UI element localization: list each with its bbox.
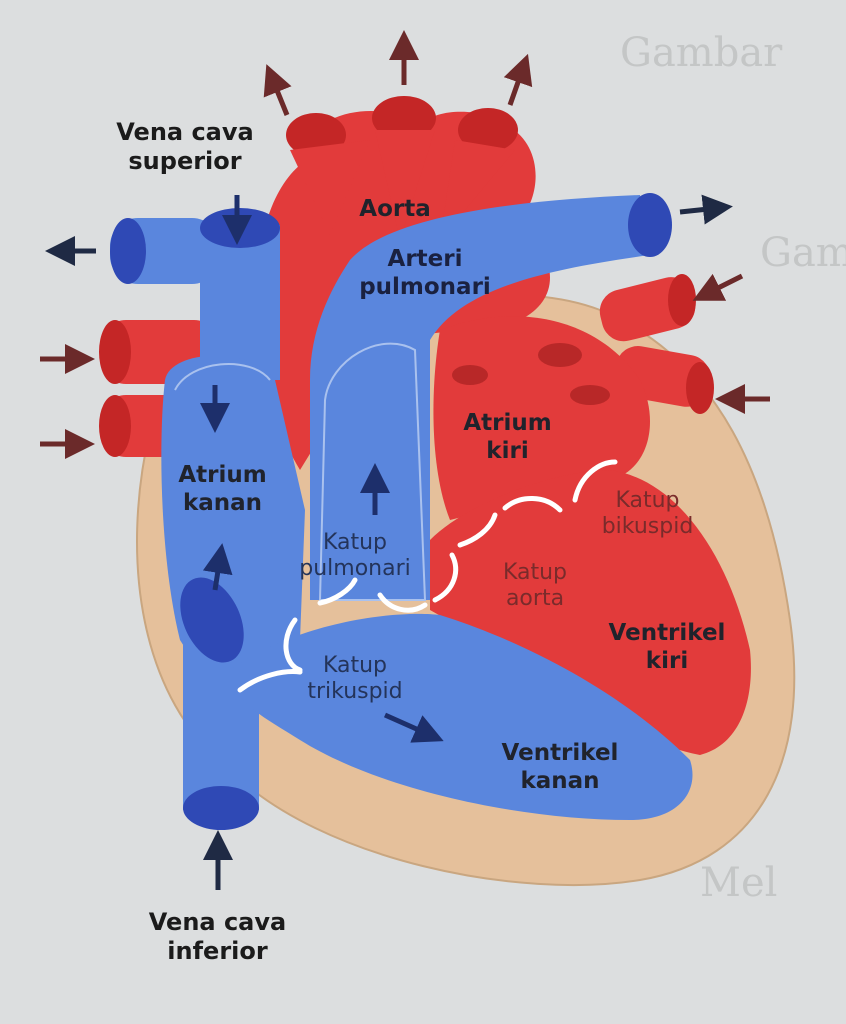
- pulmonary-artery: [310, 195, 650, 600]
- external-flow-arrows: [40, 30, 770, 890]
- label-katup-aorta: Katup aorta: [475, 560, 595, 613]
- label-atrium-kiri: Atrium kiri: [445, 410, 570, 465]
- label-katup-trikuspid: Katup trikuspid: [290, 653, 420, 706]
- background-page-text: Mel: [700, 860, 778, 906]
- label-katup-bikuspid: Katup bikuspid: [580, 488, 715, 541]
- label-line: kanan: [182, 489, 263, 516]
- label-line: Katup: [615, 488, 680, 513]
- superior-vena-cava: [200, 225, 280, 380]
- label-line: Ventrikel: [608, 620, 726, 646]
- label-vena-cava-superior: Vena cava superior: [100, 118, 270, 176]
- label-vena-cava-inferior: Vena cava inferior: [130, 908, 305, 966]
- label-line: aorta: [505, 586, 565, 612]
- background-page-text: Gam: [760, 230, 846, 276]
- label-line: pulmonari: [299, 556, 411, 582]
- label-ventrikel-kanan: Ventrikel kanan: [480, 740, 640, 795]
- label-line: kanan: [520, 767, 600, 794]
- label-line: kiri: [645, 647, 689, 674]
- right-ventricle: [230, 613, 693, 820]
- bicuspid-valve-1: [502, 496, 563, 513]
- label-line: Atrium: [178, 462, 267, 488]
- label-line: Katup: [322, 653, 388, 678]
- aorta-branch-2: [372, 96, 436, 140]
- label-line: Vena cava: [116, 118, 254, 146]
- ivc-opening: [180, 577, 244, 663]
- label-line: kiri: [486, 437, 529, 464]
- valves: [237, 459, 618, 693]
- label-line: superior: [128, 146, 242, 175]
- aortic-valve-2: [457, 512, 498, 548]
- label-katup-pulmonari: Katup pulmonari: [280, 530, 430, 583]
- background-page-text: Gambar: [620, 30, 783, 76]
- aortic-valve-1: [432, 552, 459, 603]
- label-line: Katup: [322, 530, 388, 555]
- label-arteri-pulmonari: Arteri pulmonari: [345, 246, 505, 301]
- label-line: inferior: [167, 936, 268, 965]
- pulmonary-valve-1: [317, 577, 358, 606]
- label-line: Aorta: [359, 196, 431, 222]
- pulmonary-valve-2: [377, 592, 428, 613]
- label-line: trikuspid: [307, 679, 403, 705]
- label-aorta: Aorta: [340, 196, 450, 224]
- label-line: Vena cava: [148, 908, 287, 936]
- label-ventrikel-kiri: Ventrikel kiri: [592, 620, 742, 675]
- tricuspid-valve-1: [283, 617, 303, 673]
- label-line: Atrium: [463, 410, 552, 436]
- label-atrium-kanan: Atrium kanan: [165, 462, 280, 517]
- label-line: Arteri: [387, 246, 463, 272]
- label-line: bikuspid: [601, 514, 694, 540]
- label-line: pulmonari: [359, 273, 491, 300]
- bicuspid-valve-2: [572, 459, 618, 503]
- tricuspid-valve-2: [237, 669, 303, 693]
- svc-opening: [200, 208, 280, 248]
- inner-flow-arrows: [200, 195, 444, 743]
- left-ventricle: [430, 470, 751, 755]
- label-line: Katup: [502, 560, 568, 585]
- aorta-branch-3: [458, 108, 518, 152]
- label-line: Ventrikel: [501, 740, 619, 766]
